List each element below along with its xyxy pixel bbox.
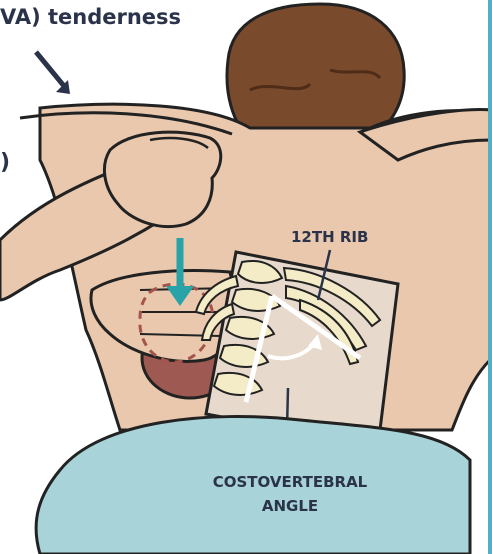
angle-label: COSTOVERTEBRAL ANGLE <box>190 470 390 518</box>
left-fragment-text: ) <box>0 150 10 175</box>
rib-label: 12TH RIB <box>291 228 368 246</box>
angle-label-line2: ANGLE <box>190 494 390 518</box>
hair <box>227 4 404 140</box>
heading-text: VA) tenderness <box>0 5 181 29</box>
right-border <box>488 0 492 554</box>
angle-label-line1: COSTOVERTEBRAL <box>190 470 390 494</box>
